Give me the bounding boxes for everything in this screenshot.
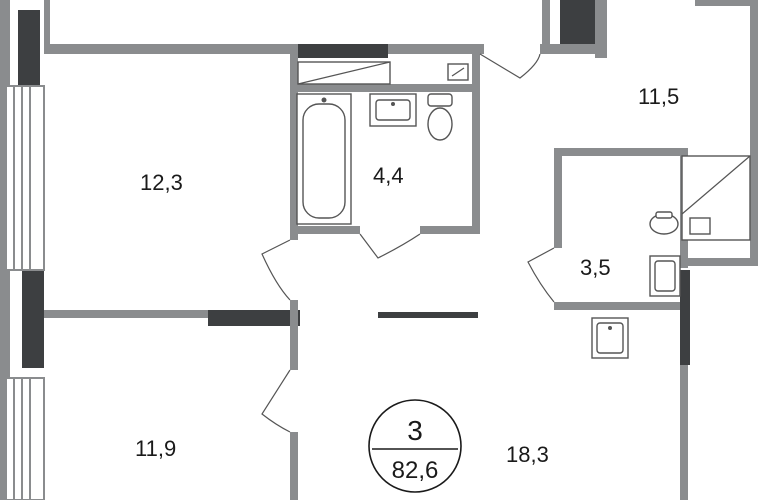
door-wc	[527, 247, 555, 303]
area-living: 18,3	[506, 442, 549, 467]
area-kitchen: 11,5	[638, 84, 679, 109]
window-bottom	[5, 377, 45, 500]
doors	[261, 53, 555, 433]
door-bedroom-top	[261, 239, 291, 301]
apartment-badge: 3 82,6	[368, 399, 462, 493]
bathroom-toilet	[427, 93, 453, 141]
living-partition	[378, 312, 478, 318]
area-bathroom: 4,4	[373, 163, 404, 188]
door-bedroom-bottom	[261, 369, 291, 433]
top-walls	[44, 0, 758, 265]
area-bedroom-top: 12,3	[140, 170, 183, 195]
kitchen-sink	[591, 317, 629, 359]
badge-room-count: 3	[407, 415, 423, 446]
door-kitchen	[479, 53, 541, 79]
wc-toilet	[649, 211, 679, 235]
door-bathroom	[359, 233, 421, 259]
window-top	[5, 85, 45, 271]
area-bedroom-bottom: 11,9	[135, 436, 176, 461]
left-facade	[0, 0, 50, 500]
area-wc: 3,5	[580, 255, 611, 280]
badge-total-area: 82,6	[392, 457, 439, 484]
bathroom-shelf	[297, 61, 469, 85]
bathroom-sink	[369, 93, 417, 127]
wc-sink	[649, 255, 681, 297]
bathroom-walls	[290, 54, 480, 234]
wc-cabinet	[681, 155, 751, 241]
bathtub	[296, 93, 352, 225]
bedroom-walls	[44, 54, 300, 500]
